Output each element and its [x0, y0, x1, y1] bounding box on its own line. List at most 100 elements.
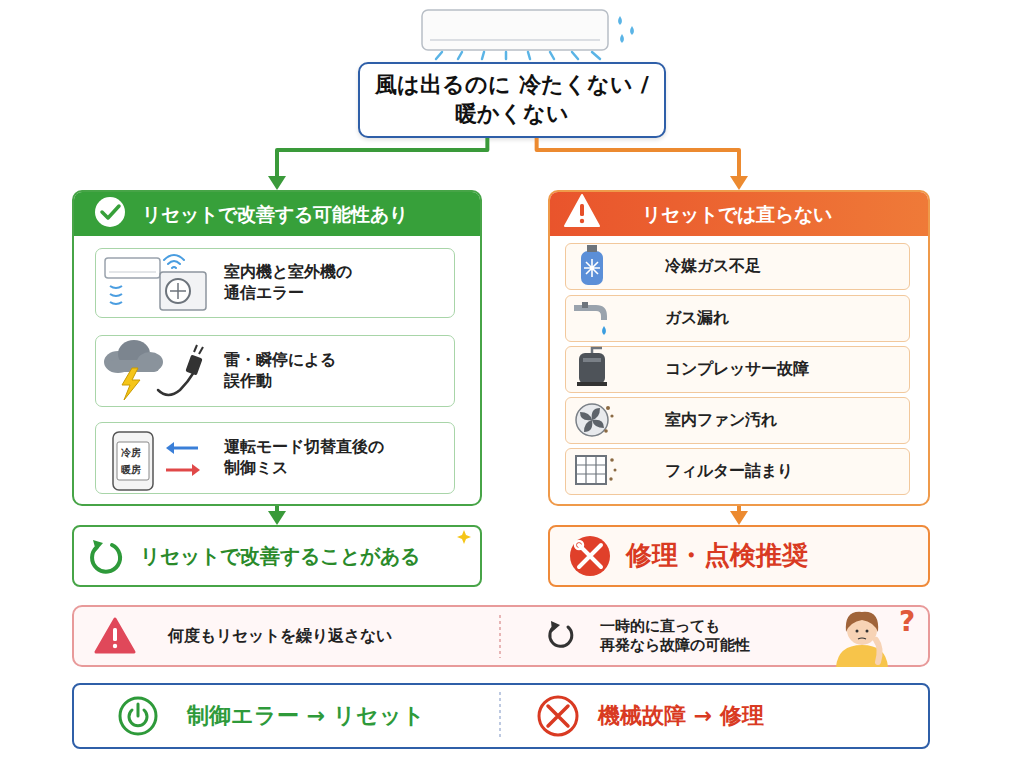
remote-icon-part	[166, 442, 174, 454]
leak-icon-part	[574, 308, 604, 320]
compressor-icon-part	[577, 382, 607, 386]
result-box: 修理・点検推奨	[548, 525, 930, 587]
warning-band: 何度もリセットを繰り返さない一時的に直っても 再発なら故障の可能性	[72, 605, 930, 667]
cause-box: 室内機と室外機の 通信エラー	[95, 248, 455, 318]
check-icon	[95, 197, 125, 227]
recur-icon-part	[550, 626, 572, 646]
cause-box: 雷・瞬停による 誤作動	[95, 335, 455, 407]
remote-icon-part	[192, 464, 200, 476]
lightning-icon-part	[137, 352, 163, 372]
node-text: 冷媒ガス不足	[665, 244, 905, 289]
remote-icon-part	[166, 469, 194, 472]
divider-line-part	[499, 615, 501, 658]
lightning-icon-part	[194, 345, 197, 352]
lightning-icon-part	[199, 347, 203, 354]
aircon-illustration-part	[630, 26, 634, 35]
lightning-icon-part	[158, 372, 194, 395]
divider-line	[500, 615, 501, 740]
flow-arrow	[268, 506, 286, 525]
aircon-illustration-part	[436, 52, 442, 59]
filter-icon-part	[576, 456, 606, 484]
remote-icon	[113, 432, 200, 490]
compressor-icon-part	[583, 358, 601, 362]
reset-icon	[92, 540, 120, 572]
communication-icon-part	[160, 272, 206, 310]
aircon-illustration-part	[505, 52, 508, 59]
cause-box: 室内ファン汚れ	[565, 397, 910, 444]
repair-icon	[539, 697, 577, 735]
filter-icon-part	[610, 458, 614, 462]
recur-icon	[550, 621, 572, 646]
fan-icon-part	[610, 414, 613, 417]
flow-arrow	[730, 506, 748, 525]
node-text: 修理・点検推奨	[626, 527, 926, 585]
communication-icon-part	[166, 279, 190, 303]
warning-triangle	[96, 619, 134, 652]
person-illustration-part	[847, 615, 877, 645]
compressor-icon-part	[592, 348, 602, 353]
reset-icon-part	[93, 540, 103, 551]
aircon-illustration	[422, 10, 634, 59]
arrow-head	[268, 511, 286, 525]
cause-box: コンプレッサー故障	[565, 346, 910, 393]
warning-icon-part	[565, 195, 599, 226]
category-panel: リセットで改善する可能性あり室内機と室外機の 通信エラー雷・瞬停による 誤作動運…	[72, 190, 482, 506]
fan-icon-part	[576, 404, 608, 436]
remote-icon-part	[170, 447, 198, 450]
warning-triangle-part	[96, 619, 134, 652]
node-text: リセットで改善することがある	[140, 527, 470, 585]
node-text: 雷・瞬停による 誤作動	[224, 336, 354, 405]
node-text: 機械故障 → 修理	[598, 685, 898, 747]
power-icon-part	[137, 704, 140, 716]
arrow-head	[730, 511, 748, 525]
gas-cylinder-icon-part	[581, 251, 603, 285]
gas-cylinder-icon	[581, 245, 603, 285]
person-illustration-part	[866, 630, 869, 633]
flow-arrow	[268, 138, 487, 190]
fan-icon	[576, 404, 614, 436]
leak-icon-part	[602, 326, 606, 335]
summary-band: 制御エラー → リセット機械故障 → 修理	[72, 683, 930, 749]
aircon-illustration-part	[528, 52, 530, 59]
tools-icon-part	[575, 541, 583, 549]
repair-icon-part	[539, 697, 577, 735]
gas-cylinder-icon-part	[587, 245, 597, 252]
compressor-icon	[577, 348, 607, 386]
aircon-illustration-part	[482, 52, 484, 59]
arrow-head	[730, 176, 748, 190]
remote-icon-part	[117, 442, 149, 480]
power-icon	[120, 698, 156, 734]
communication-icon-part	[170, 283, 186, 299]
warning-triangle-part	[113, 628, 117, 641]
aircon-illustration-part	[458, 52, 462, 59]
node-text: 何度もリセットを繰り返さない	[168, 607, 498, 665]
aircon-illustration-part	[550, 52, 554, 59]
aircon-illustration-part	[430, 39, 600, 41]
cause-box: 運転モード切替直後の 制御ミス	[95, 422, 455, 494]
sparkle-part	[457, 530, 471, 544]
divider-line-part	[499, 692, 501, 740]
aircon-illustration-part	[436, 52, 600, 59]
person-illustration-part	[856, 630, 859, 633]
tools-icon	[570, 536, 610, 576]
repair-icon-part	[548, 706, 568, 726]
warning-triangle-part	[113, 644, 117, 648]
leak-icon	[574, 302, 606, 335]
cause-box: フィルター詰まり	[565, 448, 910, 495]
arrow-line	[277, 138, 487, 180]
person-illustration-part	[876, 640, 880, 662]
warning-icon	[565, 195, 599, 226]
category-panel: リセットでは直らない冷媒ガス不足ガス漏れコンプレッサー故障室内ファン汚れフィルタ…	[548, 190, 930, 506]
aircon-illustration-part	[618, 16, 622, 25]
lightning-icon-part	[108, 360, 160, 372]
node-text: 運転モード切替直後の 制御ミス	[224, 423, 399, 492]
communication-icon-part	[105, 258, 160, 278]
node-text: フィルター詰まり	[665, 449, 905, 494]
check-icon-part	[102, 206, 119, 218]
lightning-icon-part	[118, 340, 150, 368]
recur-icon-part	[551, 621, 560, 632]
communication-icon-part	[109, 272, 156, 273]
filter-icon-part	[609, 477, 612, 480]
